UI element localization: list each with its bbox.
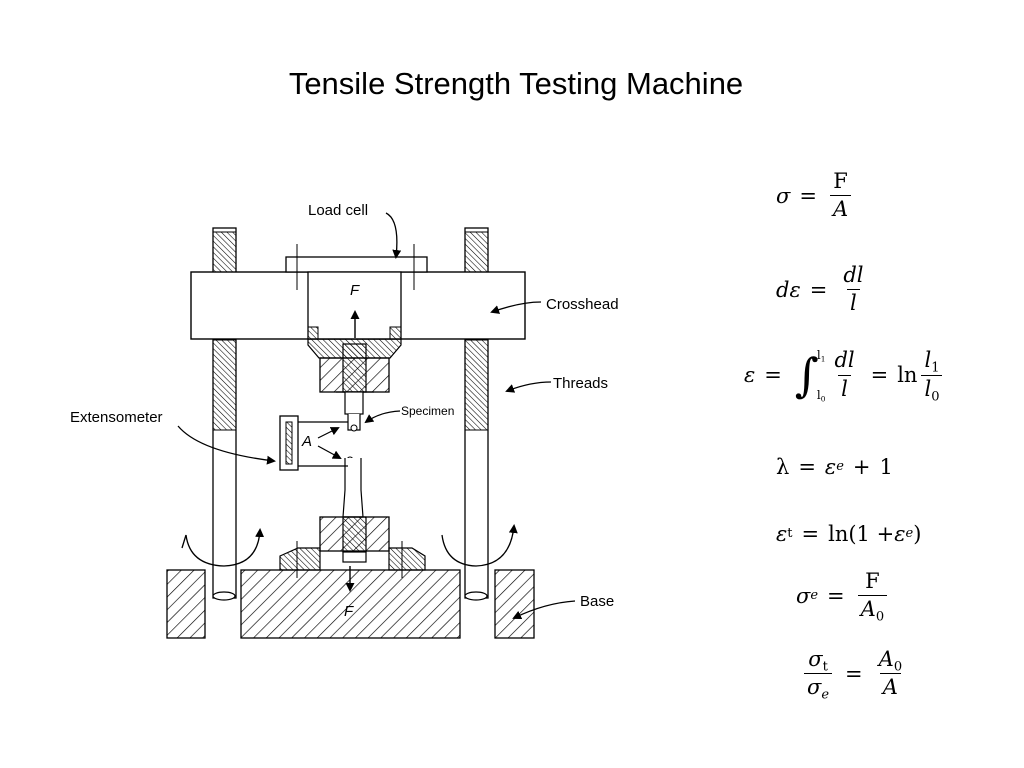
- specimen: [342, 391, 364, 518]
- column-left-thread-top: [212, 231, 237, 273]
- label-specimen: Specimen: [401, 404, 454, 418]
- label-load-cell: Load cell: [308, 202, 368, 219]
- base-block-left: [166, 569, 206, 639]
- label-force-bottom: F: [344, 603, 354, 620]
- specimen-leader: [364, 410, 401, 424]
- label-crosshead: Crosshead: [546, 296, 619, 313]
- label-extensometer: Extensometer: [70, 409, 163, 426]
- column-right-thread-mid: [464, 339, 489, 431]
- extensometer-leader: [177, 425, 276, 465]
- base-leader: [512, 600, 576, 620]
- extensometer: [279, 415, 348, 471]
- label-threads: Threads: [553, 375, 608, 392]
- rotation-arrows: [181, 524, 518, 567]
- label-base: Base: [580, 593, 614, 610]
- lower-grip: [279, 516, 426, 578]
- crosshead: [190, 244, 526, 340]
- base-block-right: [494, 569, 535, 639]
- rotation-arrow-right: [441, 524, 518, 567]
- load-cell-plate: [285, 256, 428, 273]
- column-right-end: [464, 591, 488, 601]
- rotation-arrow-left: [185, 528, 265, 567]
- label-gauge: A: [301, 433, 312, 450]
- column-right-thread-top: [464, 231, 489, 273]
- label-force-top: F: [350, 282, 360, 299]
- column-left-thread-mid: [212, 339, 237, 431]
- force-arrows: [345, 310, 360, 592]
- load-cell-leader: [385, 212, 402, 259]
- equation-stress-ratio: σt σe = A0 A: [800, 647, 909, 702]
- upper-grip: [307, 326, 402, 393]
- crosshead-leader: [490, 301, 542, 314]
- slide-title: Tensile Strength Testing Machine: [288, 66, 744, 101]
- leader-arrows: [177, 212, 576, 620]
- threads-leader: [505, 381, 552, 393]
- column-left-end: [212, 591, 236, 601]
